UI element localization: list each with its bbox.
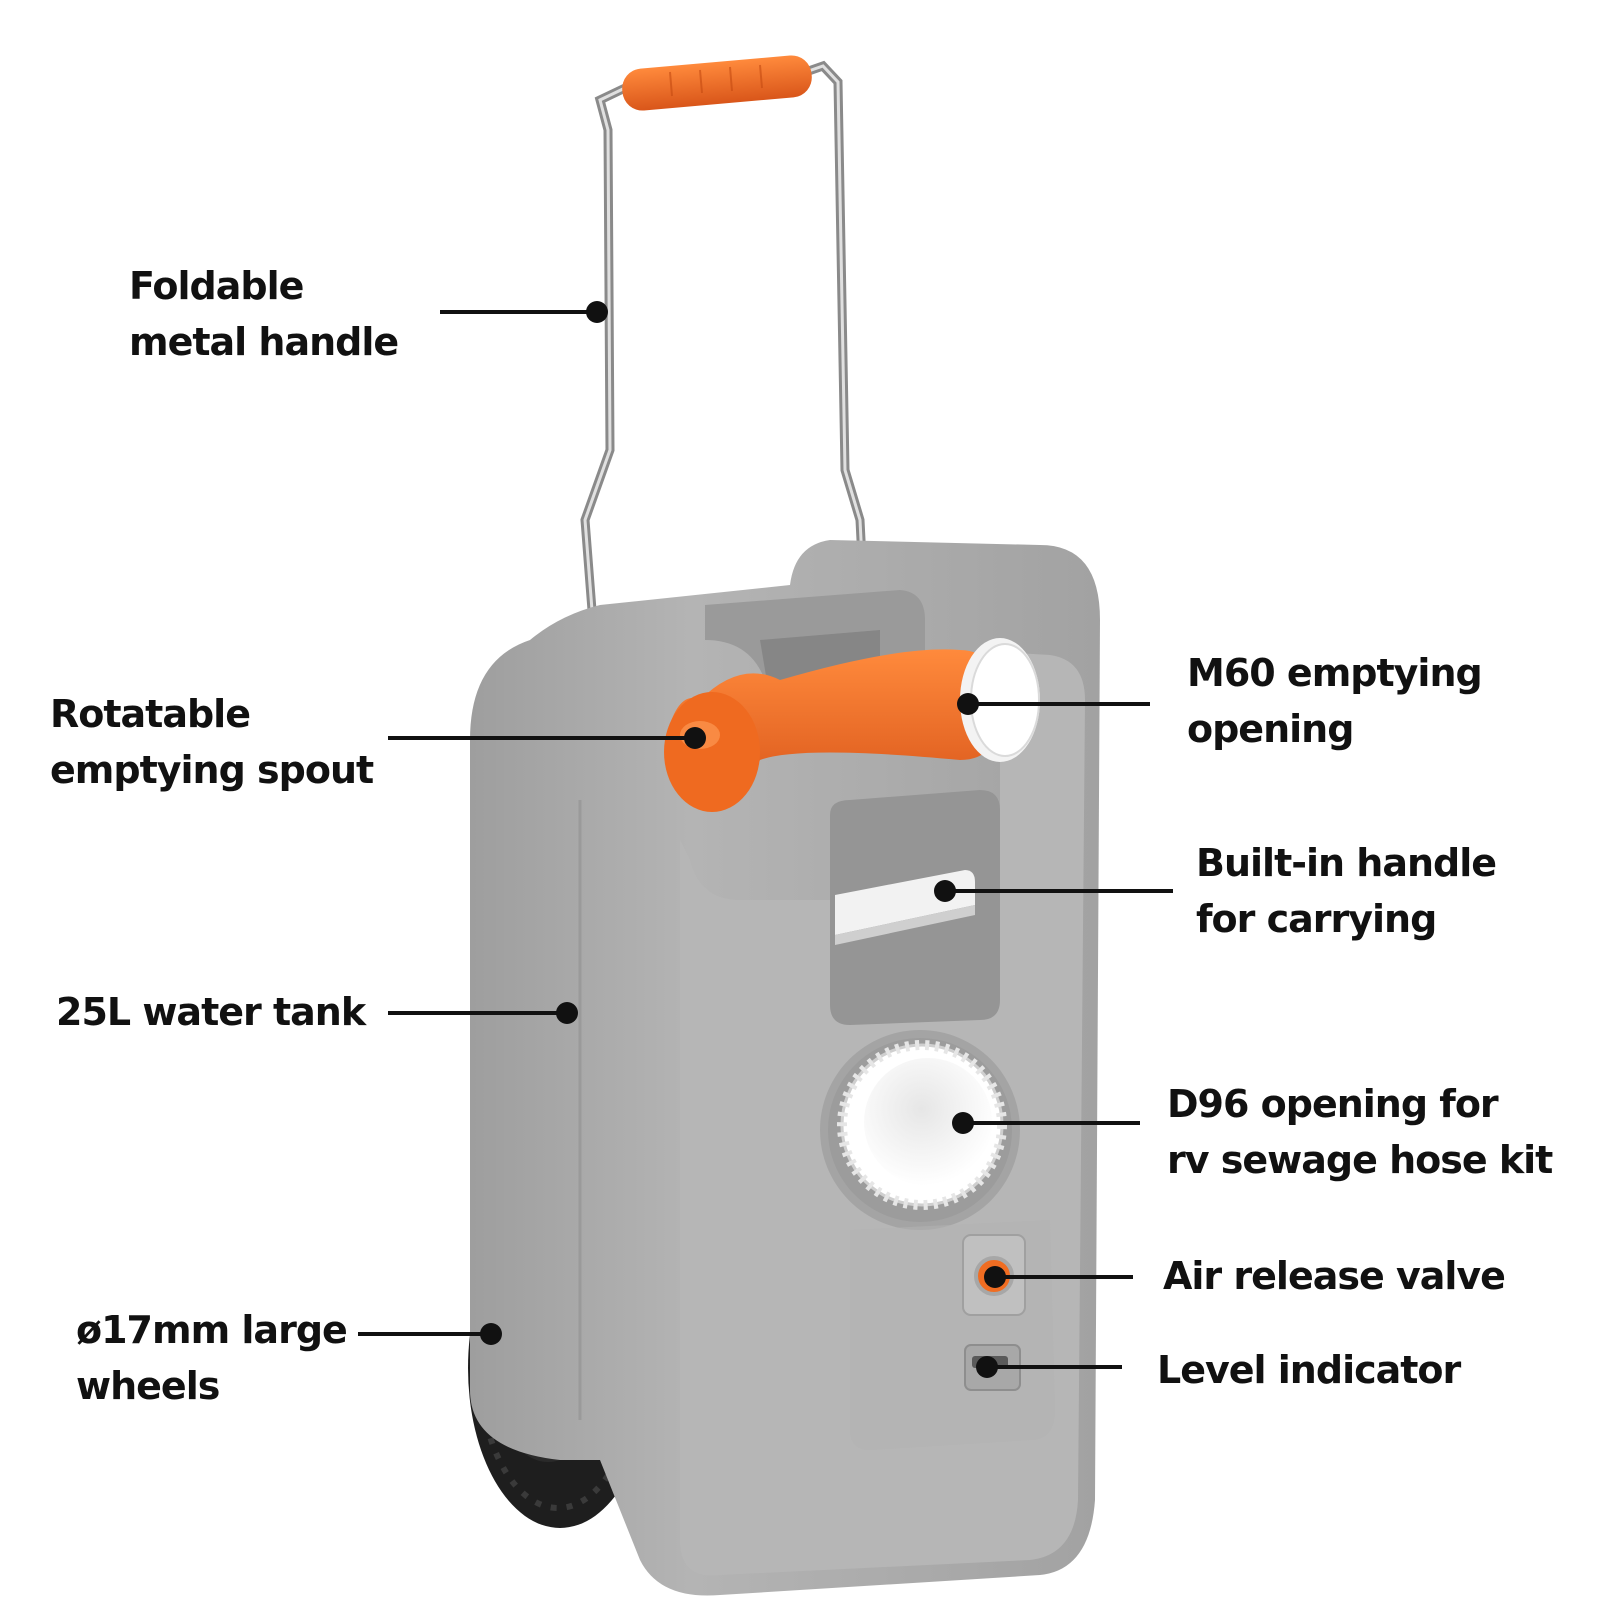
label-d96-opening: D96 opening for rv sewage hose kit xyxy=(1167,1076,1553,1188)
d96-sewage-opening-cap[interactable] xyxy=(837,1040,1007,1210)
handle-grip[interactable] xyxy=(621,54,814,112)
rotatable-emptying-spout[interactable] xyxy=(664,649,1000,812)
label-line: D96 opening for xyxy=(1167,1082,1499,1126)
label-large-wheels: ø17mm large wheels xyxy=(76,1302,348,1414)
label-line: 25L water tank xyxy=(56,990,366,1034)
label-line: wheels xyxy=(76,1364,220,1408)
label-rotatable-spout: Rotatable emptying spout xyxy=(50,686,374,798)
label-line: opening xyxy=(1187,707,1354,751)
label-carry-handle: Built-in handle for carrying xyxy=(1196,835,1497,947)
label-line: Rotatable xyxy=(50,692,251,736)
label-foldable-metal-handle: Foldable metal handle xyxy=(129,258,399,370)
callout-lines xyxy=(358,301,1173,1378)
label-line: emptying spout xyxy=(50,748,374,792)
label-line: for carrying xyxy=(1196,897,1437,941)
label-line: M60 emptying xyxy=(1187,651,1483,695)
foldable-metal-handle[interactable] xyxy=(580,54,867,615)
label-line: ø17mm large xyxy=(76,1308,348,1352)
label-line: metal handle xyxy=(129,320,399,364)
label-line: rv sewage hose kit xyxy=(1167,1138,1553,1182)
label-water-tank: 25L water tank xyxy=(56,984,366,1040)
label-line: Built-in handle xyxy=(1196,841,1497,885)
label-line: Foldable xyxy=(129,264,304,308)
label-line: Air release valve xyxy=(1163,1254,1506,1298)
label-line: Level indicator xyxy=(1157,1348,1461,1392)
label-air-release-valve: Air release valve xyxy=(1163,1248,1506,1304)
label-level-indicator: Level indicator xyxy=(1157,1342,1461,1398)
label-m60-opening: M60 emptying opening xyxy=(1187,645,1483,757)
